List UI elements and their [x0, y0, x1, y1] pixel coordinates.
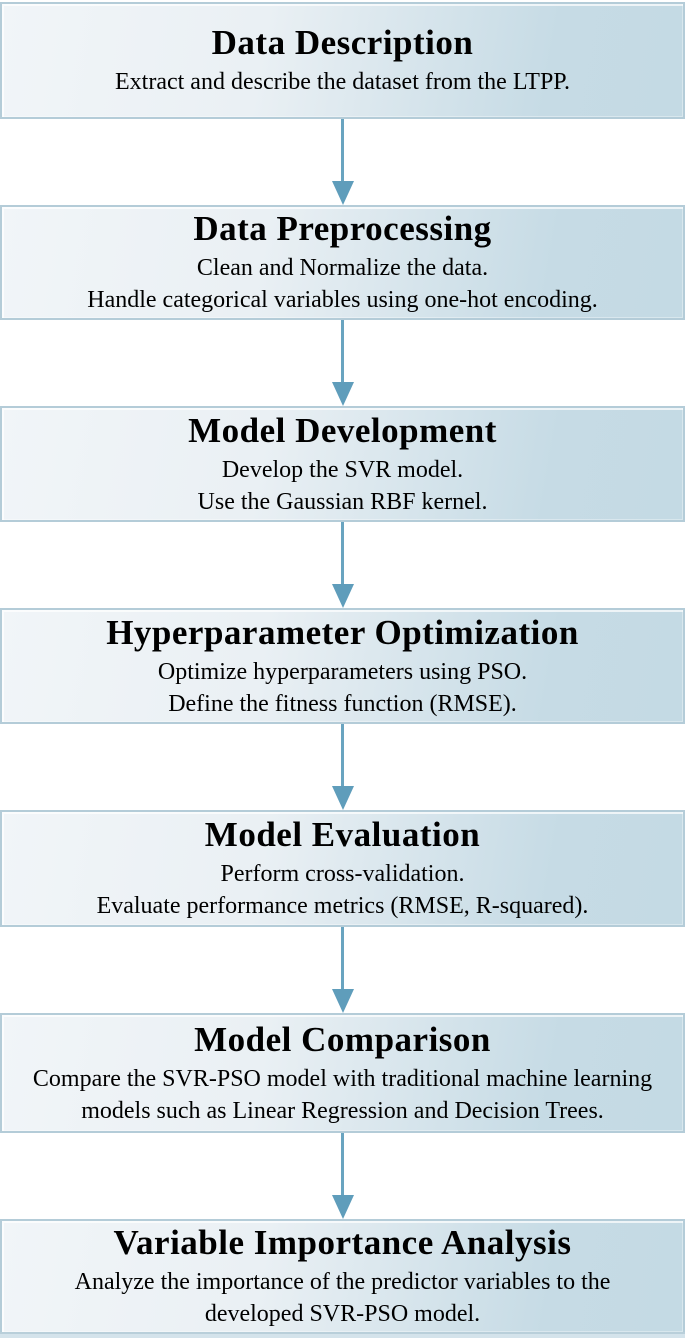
- step-title: Hyperparameter Optimization: [106, 612, 579, 652]
- step-hyperparameter-optimization: Hyperparameter Optimization Optimize hyp…: [0, 608, 685, 724]
- step-description-line: Develop the SVR model.: [221, 456, 464, 483]
- flow-arrow: [0, 1133, 685, 1219]
- arrow-line: [341, 119, 344, 182]
- step-description-line: Define the fitness function (RMSE).: [168, 690, 517, 717]
- step-description-line: Use the Gaussian RBF kernel.: [197, 488, 488, 515]
- step-title: Model Evaluation: [204, 815, 481, 854]
- step-title: Variable Importance Analysis: [113, 1223, 572, 1262]
- step-model-evaluation: Model Evaluation Perform cross-validatio…: [0, 810, 685, 927]
- step-description-line: Evaluate performance metrics (RMSE, R-sq…: [96, 893, 589, 919]
- step-description-line: developed SVR-PSO model.: [204, 1301, 481, 1327]
- step-description-line: Optimize hyperparameters using PSO.: [157, 658, 528, 685]
- flow-arrow: [0, 724, 685, 810]
- step-variable-importance-analysis: Variable Importance Analysis Analyze the…: [0, 1219, 685, 1332]
- step-title: Model Comparison: [194, 1019, 491, 1059]
- flow-arrow: [0, 320, 685, 406]
- arrow-head-icon: [331, 786, 354, 810]
- arrow-head-icon: [331, 1195, 354, 1219]
- arrow-line: [341, 724, 344, 787]
- step-model-comparison: Model Comparison Compare the SVR-PSO mod…: [0, 1013, 685, 1133]
- arrow-head-icon: [331, 989, 354, 1013]
- step-data-preprocessing: Data Preprocessing Clean and Normalize t…: [0, 205, 685, 320]
- step-description-line: Handle categorical variables using one-h…: [87, 287, 598, 313]
- step-title: Model Development: [188, 410, 497, 450]
- step-description-line: models such as Linear Regression and Dec…: [81, 1097, 604, 1124]
- flow-arrow: [0, 927, 685, 1013]
- arrow-line: [341, 1133, 344, 1196]
- step-description-line: Extract and describe the dataset from th…: [115, 69, 570, 95]
- step-data-description: Data Description Extract and describe th…: [0, 2, 685, 119]
- arrow-line: [341, 927, 344, 990]
- step-description-line: Perform cross-validation.: [220, 861, 465, 887]
- step-description-line: Clean and Normalize the data.: [196, 255, 489, 281]
- step-title: Data Preprocessing: [193, 209, 492, 248]
- step-description-line: Analyze the importance of the predictor …: [74, 1269, 611, 1295]
- flow-arrow: [0, 119, 685, 205]
- arrow-head-icon: [331, 181, 354, 205]
- step-title: Data Description: [211, 23, 474, 62]
- step-model-development: Model Development Develop the SVR model.…: [0, 406, 685, 522]
- clipped-next-box-edge: [0, 1332, 685, 1338]
- step-description-line: Compare the SVR-PSO model with tradition…: [32, 1065, 653, 1092]
- flow-arrow: [0, 522, 685, 608]
- arrow-line: [341, 320, 344, 383]
- arrow-head-icon: [331, 382, 354, 406]
- arrow-head-icon: [331, 584, 354, 608]
- arrow-line: [341, 522, 344, 585]
